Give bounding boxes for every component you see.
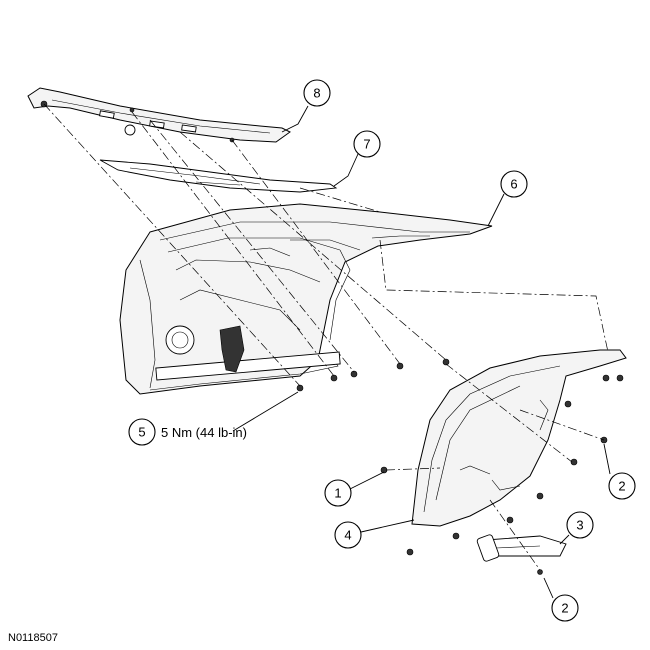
- part-6-liftgate: [119, 203, 493, 395]
- alignment-lines: [43, 103, 609, 571]
- callout-3: 3: [566, 511, 594, 539]
- callout-label: 2: [561, 601, 568, 616]
- fastener-screw: [570, 458, 578, 466]
- callout-leaders: [232, 105, 611, 599]
- fastener-screw: [506, 516, 514, 524]
- callout-label: 8: [313, 86, 320, 101]
- fastener-screw: [602, 374, 610, 382]
- callout-label: 4: [344, 528, 351, 543]
- fastener-pin: [330, 374, 338, 382]
- callout-4: 4: [334, 521, 362, 549]
- fastener-screw: [452, 532, 460, 540]
- callout-6: 6: [500, 170, 528, 198]
- part-8-upper-trim: [27, 87, 291, 143]
- fastener-screw: [564, 400, 572, 408]
- callout-7: 7: [353, 130, 381, 158]
- part-4-inner-trim-panel: [411, 349, 627, 527]
- torque-spec-label: 5 Nm (44 lb-in): [161, 425, 247, 440]
- fasteners: [296, 358, 624, 575]
- callout-1: 1: [324, 479, 352, 507]
- fastener-screw: [406, 548, 414, 556]
- fastener-pin: [396, 362, 404, 370]
- callout-label: 3: [576, 518, 583, 533]
- fastener-pin: [442, 358, 450, 366]
- fastener-pin: [350, 370, 358, 378]
- fastener-screw: [536, 492, 544, 500]
- callout-5: 5: [128, 418, 156, 446]
- part-7-seal-strip: [99, 159, 338, 193]
- callout-label: 5: [138, 425, 145, 440]
- fastener-pin: [296, 384, 304, 392]
- callout-2-upper: 2: [608, 472, 636, 500]
- callout-label: 1: [334, 486, 341, 501]
- figure-id: N0118507: [8, 632, 58, 644]
- fastener-screw: [616, 374, 624, 382]
- callout-label: 2: [618, 479, 625, 494]
- callout-label: 7: [363, 137, 370, 152]
- callout-8: 8: [303, 79, 331, 107]
- callout-label: 6: [510, 177, 517, 192]
- part-3-pull-strap: [476, 534, 567, 562]
- fastener-screw: [537, 569, 543, 575]
- callout-2-lower: 2: [551, 594, 579, 622]
